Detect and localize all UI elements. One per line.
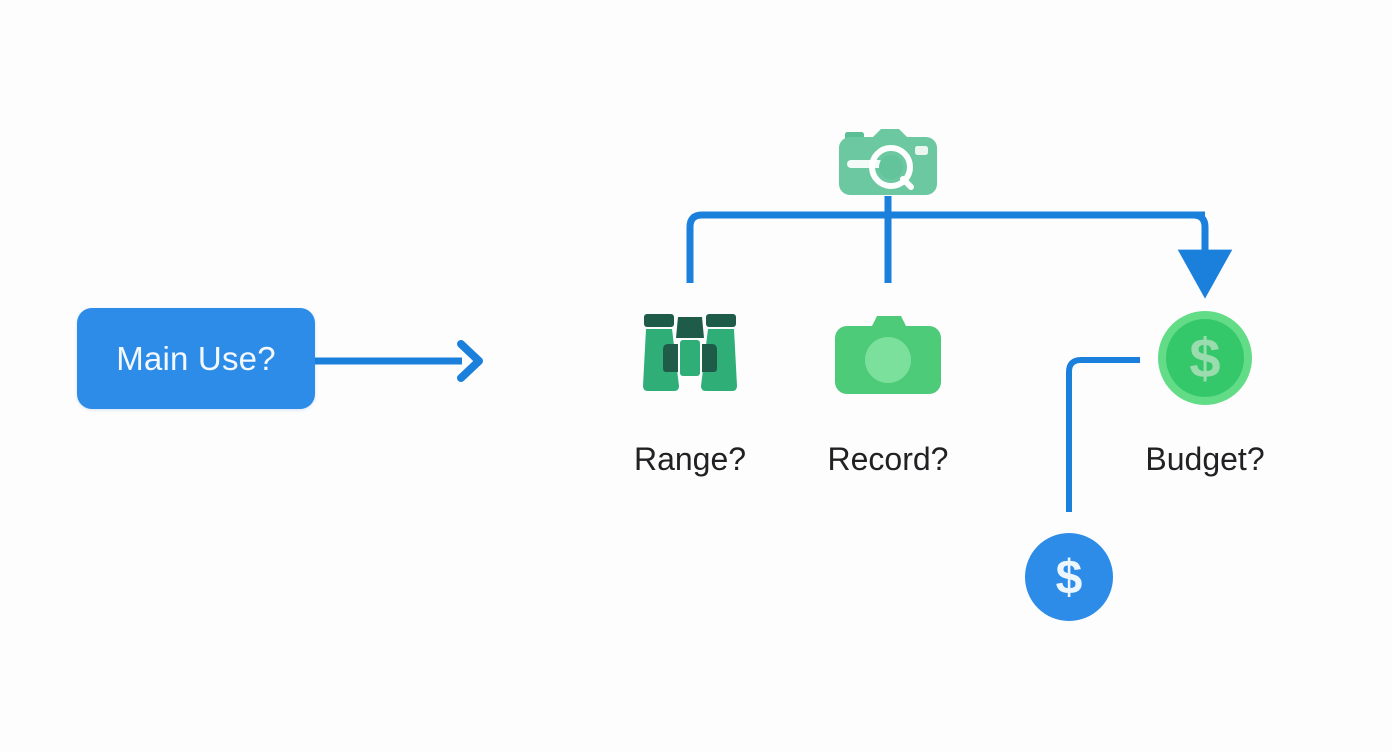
root-arrow-connector [315,340,483,382]
branch-connector-range [686,211,1205,283]
camera-glyph [835,316,941,394]
arrow-right-chevron-icon [457,340,483,382]
camera-detail-icon [837,125,939,203]
branch-label-record: Record? [827,441,949,477]
svg-text:$: $ [1189,327,1220,390]
binoculars-icon [636,312,744,394]
cost-node-connector [1066,357,1140,512]
main-use-decision-box[interactable]: Main Use? [77,308,315,409]
branch-connector-budget [1100,211,1233,299]
money-coin-icon: $ [1156,309,1254,407]
money-coin-glyph: $ [1158,311,1252,405]
camera-detail-glyph [839,129,937,195]
camera-icon [833,314,943,396]
binoculars-glyph [643,314,737,391]
branch-label-range: Range? [633,441,747,477]
main-use-label: Main Use? [116,339,276,377]
dollar-circle-icon: $ [1024,532,1114,622]
dollar-circle-glyph: $ [1025,533,1113,621]
branch-label-budget: Budget? [1145,441,1265,477]
dollar-symbol: $ [1056,552,1083,605]
